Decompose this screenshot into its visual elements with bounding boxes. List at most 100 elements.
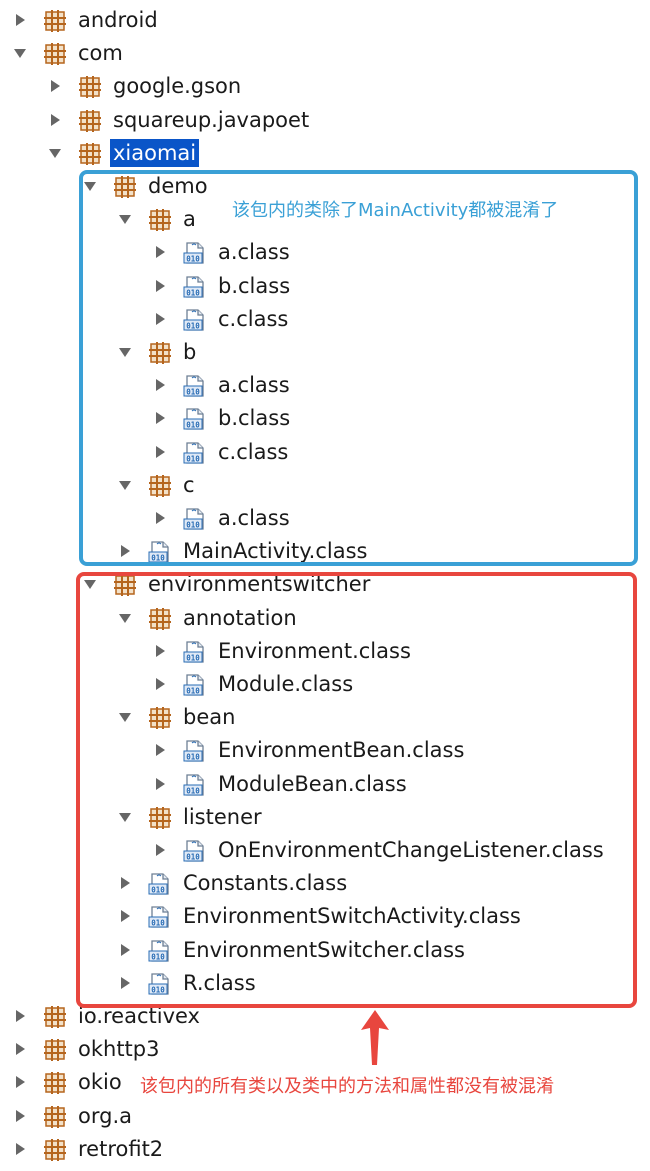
tree-node-annotation[interactable]: annotation [0,602,650,635]
triangle-right-icon[interactable] [153,445,167,459]
tree-node-label[interactable]: EnvironmentSwitchActivity.class [183,904,521,929]
tree-node-label[interactable]: Environment.class [218,638,411,663]
tree-node-label[interactable]: retrofit2 [78,1136,164,1161]
tree-node-label[interactable]: a.class [218,240,290,265]
triangle-right-icon[interactable] [118,943,132,957]
tree-node-okhttp3[interactable]: okhttp3 [0,1033,650,1066]
tree-node-label[interactable]: OnEnvironmentChangeListener.class [218,838,604,862]
triangle-down-icon[interactable] [118,478,132,492]
tree-node-label[interactable]: a [183,207,196,232]
tree-node-label[interactable]: b [183,340,197,364]
tree-node-label[interactable]: b.class [218,406,291,431]
triangle-right-icon[interactable] [153,743,167,757]
tree-node-label[interactable]: okio [78,1070,122,1095]
tree-node-google-gson[interactable]: google.gson [0,70,650,103]
tree-node-label[interactable]: ModuleBean.class [218,771,407,796]
tree-node-label[interactable]: b.class [218,273,291,298]
tree-node-io-reactivex[interactable]: io.reactivex [0,1000,650,1033]
tree-node-b[interactable]: b [0,336,650,369]
tree-node-xiaomai[interactable]: xiaomai [0,137,650,170]
triangle-right-icon[interactable] [118,976,132,990]
triangle-right-icon[interactable] [118,909,132,923]
tree-node-org-a[interactable]: org.a [0,1100,650,1133]
triangle-right-icon[interactable] [153,677,167,691]
tree-node-label[interactable]: EnvironmentBean.class [218,738,465,763]
tree-node-label[interactable]: environmentswitcher [148,572,371,597]
tree-node-bean[interactable]: bean [0,701,650,734]
tree-node-label[interactable]: R.class [183,970,256,995]
triangle-right-icon[interactable] [13,1109,27,1123]
triangle-down-icon[interactable] [83,179,97,193]
tree-node-label[interactable]: c [183,472,195,497]
triangle-down-icon[interactable] [118,212,132,226]
tree-node-label[interactable]: c.class [218,439,289,464]
triangle-right-icon[interactable] [13,1042,27,1056]
triangle-right-icon[interactable] [48,79,62,93]
tree-node-listener[interactable]: listener [0,801,650,834]
triangle-right-icon[interactable] [13,1075,27,1089]
triangle-right-icon[interactable] [13,1142,27,1156]
triangle-down-icon[interactable] [83,577,97,591]
tree-node-label[interactable]: squareup.javapoet [113,107,310,132]
tree-node-c[interactable]: c [0,469,650,502]
tree-node-label[interactable]: com [78,41,123,66]
tree-node-label[interactable]: a.class [218,373,290,398]
tree-node-label[interactable]: MainActivity.class [183,539,368,564]
tree-node-android[interactable]: android [0,4,650,37]
triangle-right-icon[interactable] [48,113,62,127]
tree-node-a[interactable]: a [0,203,650,236]
triangle-down-icon[interactable] [118,611,132,625]
triangle-down-icon[interactable] [118,810,132,824]
triangle-down-icon[interactable] [118,345,132,359]
tree-node-label[interactable]: io.reactivex [78,1004,200,1028]
tree-node-label[interactable]: org.a [78,1103,132,1128]
triangle-right-icon[interactable] [13,1009,27,1023]
triangle-right-icon[interactable] [153,245,167,259]
tree-node-label[interactable]: EnvironmentSwitcher.class [183,937,465,962]
triangle-right-icon[interactable] [153,411,167,425]
tree-node-label[interactable]: annotation [183,605,297,630]
triangle-right-icon[interactable] [153,312,167,326]
triangle-right-icon[interactable] [153,378,167,392]
tree-node-label[interactable]: android [78,8,158,32]
tree-node-label[interactable]: a.class [218,506,290,530]
tree-node-demo[interactable]: demo [0,170,650,203]
tree-node-environmentswitcher[interactable]: environmentswitcher [0,568,650,601]
triangle-down-icon[interactable] [13,46,27,60]
tree-node-label[interactable]: okhttp3 [78,1037,160,1062]
triangle-right-icon[interactable] [13,13,27,27]
tree-node-okio[interactable]: okio [0,1066,650,1099]
triangle-right-icon[interactable] [153,644,167,658]
tree-node-label[interactable]: xiaomai [110,138,200,167]
tree-node-label[interactable]: google.gson [113,74,242,99]
triangle-down-icon[interactable] [118,710,132,724]
tree-node-label[interactable]: demo [148,174,208,198]
tree-node-label[interactable]: Module.class [218,672,354,696]
triangle-right-icon[interactable] [118,876,132,890]
triangle-right-icon[interactable] [153,511,167,525]
triangle-right-icon[interactable] [153,777,167,791]
tree-node-label[interactable]: Constants.class [183,871,348,896]
triangle-down-icon[interactable] [48,146,62,160]
triangle-right-icon[interactable] [118,544,132,558]
triangle-right-icon[interactable] [153,843,167,857]
tree-node-retrofit2[interactable]: retrofit2 [0,1133,650,1166]
tree-node-label[interactable]: c.class [218,306,289,331]
tree-node-squareup-javapoet[interactable]: squareup.javapoet [0,104,650,137]
